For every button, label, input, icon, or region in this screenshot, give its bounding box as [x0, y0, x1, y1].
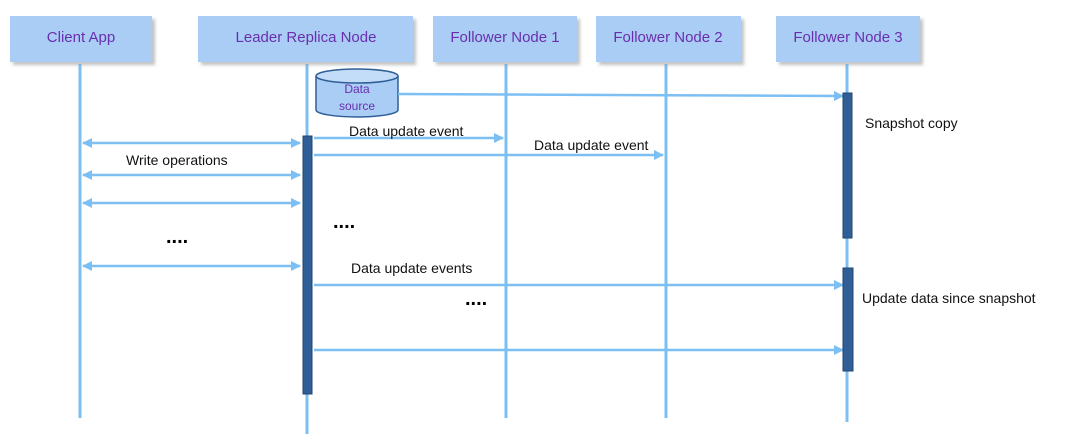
label-data-update-events: Data update events [351, 260, 472, 276]
participant-follower-1: Follower Node 1 [433, 16, 577, 62]
lifelines [78, 64, 849, 434]
arrow-data-source-to-follower-3 [397, 90, 844, 101]
activation-follower-3-snapshot [842, 92, 853, 239]
participant-label: Client App [47, 29, 115, 46]
data-source-label-line1: Data [344, 82, 370, 96]
participant-label: Follower Node 3 [793, 29, 902, 46]
ellipsis-client: .... [166, 226, 188, 248]
ellipsis-events: .... [465, 288, 487, 310]
activation-follower-3-update [842, 267, 854, 372]
label-data-update-event-1: Data update event [349, 123, 464, 139]
activations [302, 92, 854, 395]
label-data-update-event-2: Data update event [534, 137, 649, 153]
participant-headers: Client App Leader Replica Node Follower … [10, 16, 920, 62]
data-source-cylinder: Data source [315, 68, 399, 118]
label-write-operations: Write operations [126, 152, 228, 168]
ellipsis-leader: .... [333, 211, 355, 233]
note-snapshot-copy: Snapshot copy [865, 115, 958, 131]
messages [82, 90, 844, 355]
participant-leader: Leader Replica Node [198, 16, 413, 62]
participant-label: Leader Replica Node [236, 29, 377, 46]
participant-client-app: Client App [10, 16, 152, 62]
note-update-since-snapshot: Update data since snapshot [862, 290, 1036, 306]
participant-label: Follower Node 2 [613, 29, 722, 46]
activation-leader [302, 135, 313, 395]
participant-label: Follower Node 1 [450, 29, 559, 46]
participant-follower-2: Follower Node 2 [596, 16, 741, 62]
data-source-label-line2: source [339, 99, 375, 113]
participant-follower-3: Follower Node 3 [776, 16, 920, 62]
